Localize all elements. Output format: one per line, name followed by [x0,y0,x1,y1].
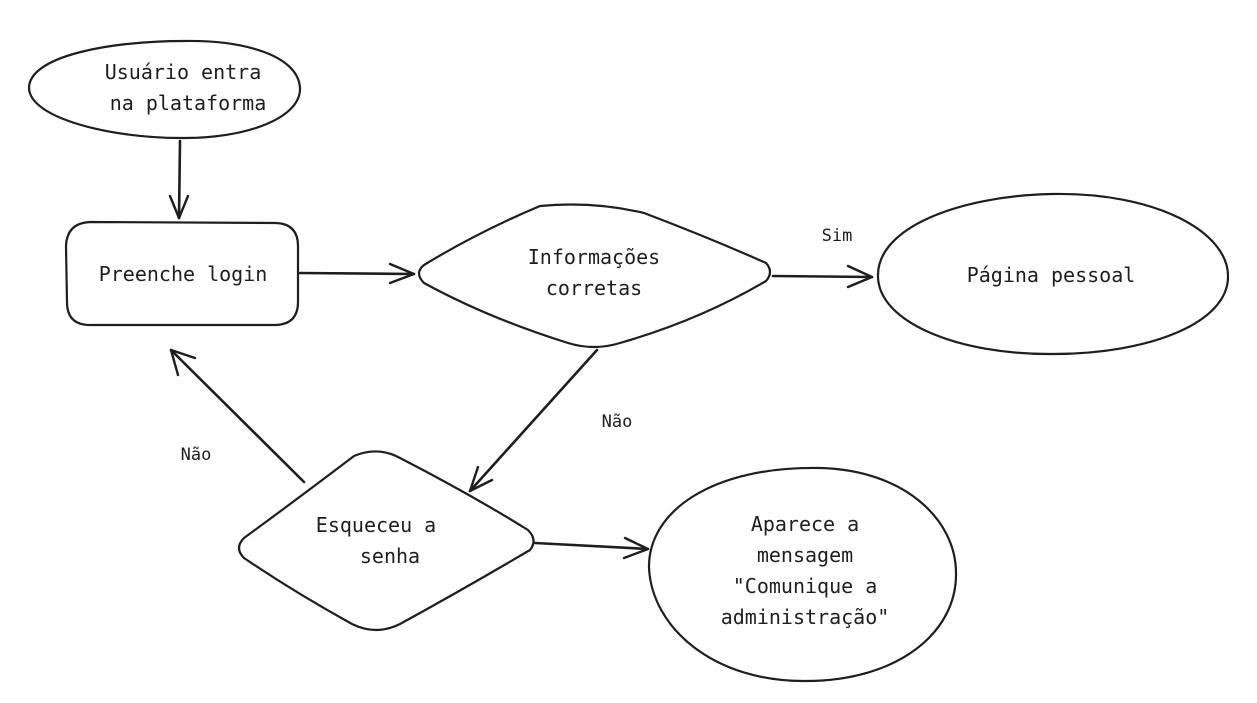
start-label-line1: Usuário entra [105,60,262,84]
edge-check-to-forgot: Não [468,348,633,493]
check-diamond-shape [417,203,772,349]
edge-check-to-personal-arrowhead [846,264,874,289]
node-start[interactable]: Usuário entra na plataforma [27,39,302,140]
forgot-diamond-shape [237,450,535,632]
edge-forgot-to-message [533,536,650,560]
node-personal[interactable]: Página pessoal [876,192,1230,356]
node-login[interactable]: Preenche login [64,220,300,327]
check-label-line2: corretas [546,276,642,300]
personal-ellipse-shape [876,192,1230,356]
edge-check-to-forgot-arrowhead [468,465,494,493]
edge-check-to-forgot-line [468,348,599,493]
personal-label: Página pessoal [967,263,1136,287]
edge-login-to-check [298,262,416,285]
node-check[interactable]: Informações corretas [417,203,772,349]
message-label-line3: "Comunique a [733,574,878,598]
edge-forgot-to-message-line [533,541,650,551]
edge-check-to-forgot-label: Não [602,412,633,432]
edge-forgot-to-message-arrowhead [622,536,650,560]
edge-start-to-login [168,139,190,220]
message-label-line1: Aparece a [751,512,859,536]
edge-check-to-personal: Sim [771,226,874,289]
edge-check-to-personal-line [771,274,874,279]
login-box-shape [64,220,300,327]
edge-check-to-personal-label: Sim [822,226,853,246]
login-label: Preenche login [99,262,268,286]
edge-start-to-login-line [177,139,182,220]
edge-forgot-to-login-arrowhead [169,348,197,377]
forgot-label-line2: senha [360,544,420,568]
edge-forgot-to-login: Não [169,348,306,484]
start-label-line2: na plataforma [110,91,267,115]
edge-login-to-check-line [298,271,416,276]
message-label-line2: mensagem [757,543,853,567]
edge-login-to-check-arrowhead [388,262,416,285]
node-message[interactable]: Aparece a mensagem "Comunique a administ… [647,466,958,683]
edge-start-to-login-arrowhead [168,194,190,220]
check-label-line1: Informações [528,245,660,269]
forgot-label-line1: Esqueceu a [316,513,436,537]
start-ellipse-shape [27,39,302,140]
message-ellipse-shape [647,466,958,683]
message-label-line4: administração" [721,605,890,629]
node-forgot[interactable]: Esqueceu a senha [237,450,535,632]
edge-forgot-to-login-line [169,348,306,484]
edge-forgot-to-login-label: Não [181,445,212,465]
